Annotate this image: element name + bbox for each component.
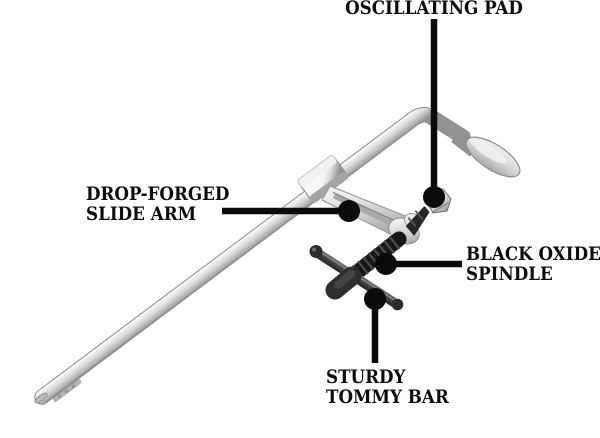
spindle-neck-cone	[405, 206, 430, 236]
label-spindle: BLACK OXIDE SPINDLE	[466, 244, 600, 284]
callout-dots	[338, 186, 445, 310]
label-oscillating-pad: OSCILLATING PAD	[333, 0, 535, 18]
label-slide-arm: DROP-FORGED SLIDE ARM	[86, 184, 249, 224]
spindle-handle-head	[325, 266, 362, 300]
brand-stamp-smudge	[52, 379, 82, 402]
rail-end-face	[34, 392, 48, 404]
callout-dot-oscillating-pad	[423, 186, 445, 208]
label-slide-arm-line1: DROP-FORGED	[86, 183, 230, 205]
tommy-bar-end-knob	[391, 298, 404, 311]
label-spindle-line1: BLACK OXIDE	[466, 243, 600, 265]
fixed-jaw-paddle	[451, 130, 521, 178]
label-tommy-bar-line2: TOMMY BAR	[326, 386, 449, 408]
callout-dot-slide-arm	[338, 200, 360, 222]
label-tommy-bar: STURDY TOMMY BAR	[326, 367, 466, 407]
label-oscillating-pad-line1: OSCILLATING PAD	[345, 0, 523, 19]
label-slide-arm-line2: SLIDE ARM	[86, 203, 197, 225]
callout-dot-spindle	[375, 253, 397, 275]
callout-lines	[222, 19, 462, 363]
label-spindle-line2: SPINDLE	[466, 263, 553, 285]
callout-dot-tommy-bar	[364, 288, 386, 310]
label-tommy-bar-line1: STURDY	[326, 366, 406, 388]
tommy-bar-end-knob	[309, 245, 323, 258]
drop-forged-rail	[34, 107, 471, 405]
